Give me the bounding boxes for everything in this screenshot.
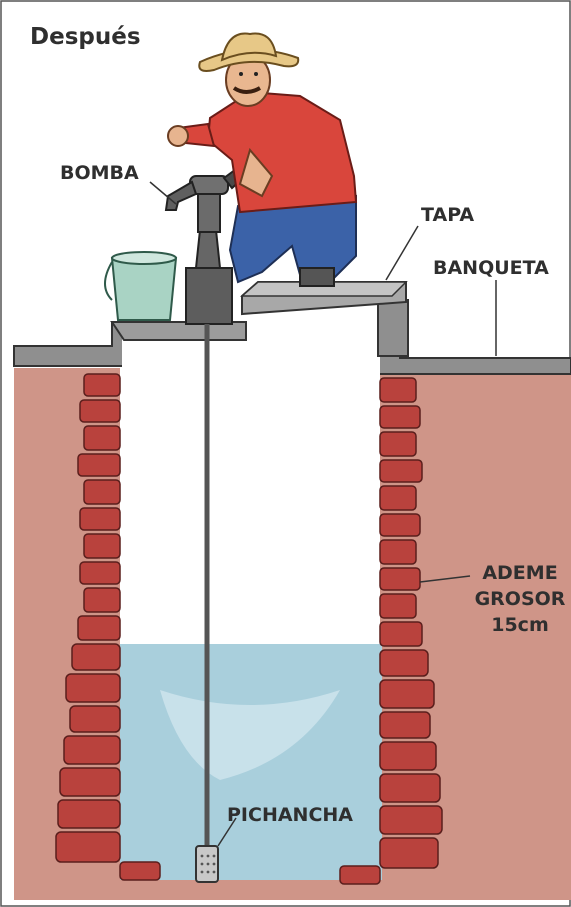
label-ademe-line2: GROSOR (470, 586, 570, 612)
label-ademe-line1: ADEME (470, 560, 570, 586)
label-bomba: BOMBA (60, 162, 139, 184)
label-ademe: ADEME GROSOR 15cm (470, 560, 570, 638)
label-tapa: TAPA (421, 204, 474, 226)
label-ademe-line3: 15cm (470, 612, 570, 638)
title: Después (30, 24, 141, 50)
label-pichancha: PICHANCHA (227, 804, 353, 826)
well-slab-right (378, 300, 408, 356)
well-shaft (122, 334, 380, 646)
label-banqueta: BANQUETA (433, 257, 549, 279)
